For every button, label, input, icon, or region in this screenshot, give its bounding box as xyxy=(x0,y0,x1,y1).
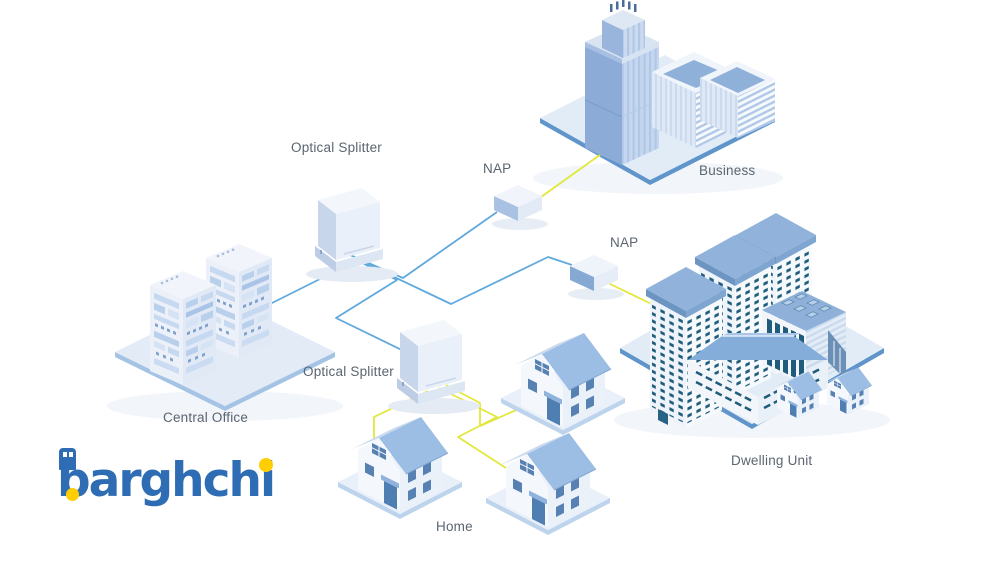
logo-plug-icon xyxy=(59,448,76,470)
business-buildings xyxy=(584,0,775,165)
business-building-3 xyxy=(700,61,775,138)
house xyxy=(501,333,625,435)
label-business: Business xyxy=(699,163,756,178)
logo-text: barghchi xyxy=(57,453,276,508)
logo-dot-b-icon xyxy=(66,488,79,501)
barghchi-logo: barghchi xyxy=(55,448,276,523)
label-optical-splitter-1: Optical Splitter xyxy=(291,140,382,155)
fiber-line-splitter1-to-nap2 xyxy=(353,256,573,305)
label-nap-1: NAP xyxy=(483,161,512,176)
label-home: Home xyxy=(436,519,473,534)
optical-splitter-1-cabinet xyxy=(305,187,399,283)
dwelling-unit-buildings xyxy=(646,213,873,428)
server-rack xyxy=(150,271,216,385)
nap-1-box xyxy=(494,185,542,221)
house xyxy=(486,433,610,535)
business-main-tower xyxy=(584,0,660,165)
label-nap-2: NAP xyxy=(610,235,639,250)
nap-boxes xyxy=(492,185,624,300)
label-optical-splitter-2: Optical Splitter xyxy=(303,364,394,379)
label-dwelling-unit: Dwelling Unit xyxy=(731,453,813,468)
logo-dot-i-icon xyxy=(259,458,274,472)
label-central-office: Central Office xyxy=(163,410,249,425)
nap-2-box xyxy=(570,255,618,291)
optical-splitter-2-cabinet xyxy=(387,319,481,415)
house xyxy=(338,417,462,519)
drop-line-splitter2-to-home2 xyxy=(445,384,524,427)
drop-line-nap1-to-business xyxy=(540,151,605,198)
sawtooth-wing xyxy=(828,330,846,380)
